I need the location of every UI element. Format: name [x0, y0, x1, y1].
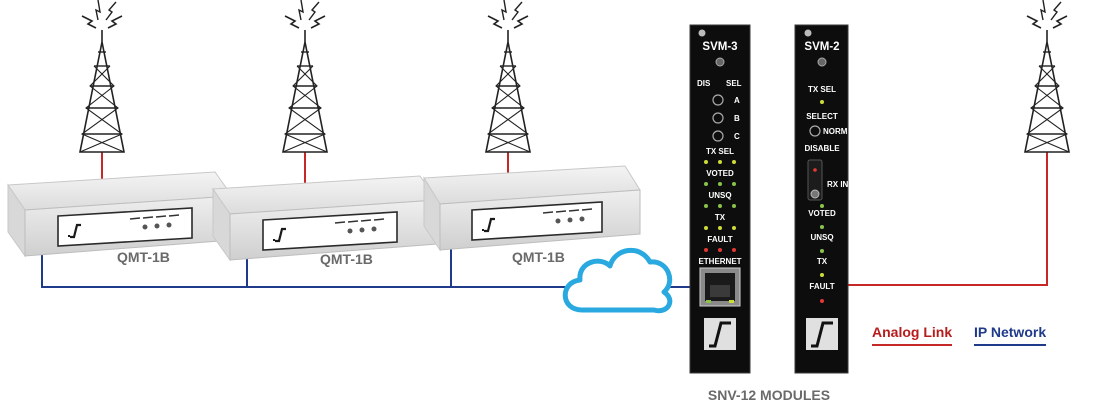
switch-c-icon	[712, 130, 724, 142]
svm2-fault-label: FAULT	[809, 282, 834, 291]
switch-b-icon	[712, 112, 724, 124]
screw-icon	[698, 29, 706, 37]
svm3-voted-label: VOTED	[706, 169, 734, 178]
logo-icon	[811, 321, 833, 348]
svm2-module: SVM-2 TX SEL SELECT NORM DISABLE RX IN V…	[794, 24, 849, 374]
svm3-title: SVM-3	[702, 41, 737, 53]
rx-in-knob-icon	[810, 189, 820, 199]
knob-icon	[817, 57, 827, 67]
radio-tower-icon	[79, 0, 125, 153]
device-label: QMT-1B	[320, 251, 373, 267]
device-label: QMT-1B	[512, 249, 565, 265]
svm2-norm-label: NORM	[823, 127, 848, 136]
radio-tower-icon	[282, 0, 328, 153]
svm2-title: SVM-2	[804, 41, 839, 53]
radio-tower-icon	[485, 0, 531, 153]
svm3-ethernet-label: ETHERNET	[698, 257, 741, 266]
dis-label: DIS	[697, 79, 711, 88]
svm2-rx-in-label: RX IN	[827, 180, 849, 189]
legend: Analog Link IP Network	[872, 324, 1046, 346]
svm2-disable-label: DISABLE	[804, 144, 840, 153]
analog-link-lines	[101, 152, 1048, 286]
screw-icon	[804, 29, 812, 37]
qmt-devices: QMT-1B QMT-1B	[7, 165, 641, 267]
svm2-tx-label: TX	[817, 257, 828, 266]
svm3-tx-label: TX	[715, 213, 726, 222]
select-switch-icon	[809, 125, 821, 137]
channel-b-label: B	[734, 114, 740, 123]
svm2-voted-label: VOTED	[808, 209, 836, 218]
legend-ip-label: IP Network	[974, 324, 1046, 340]
svm2-tx-sel-label: TX SEL	[808, 85, 836, 94]
qmt-device: QMT-1B	[423, 165, 641, 265]
legend-analog-label: Analog Link	[872, 324, 952, 340]
device-label: QMT-1B	[117, 249, 170, 265]
svm3-fault-label: FAULT	[707, 235, 732, 244]
svm3-module: SVM-3 DIS SEL A B C TX SEL VOTED UNSQ TX…	[689, 24, 751, 374]
knob-icon	[715, 57, 725, 67]
sel-label: SEL	[726, 79, 742, 88]
modules-caption: SNV-12 MODULES	[708, 387, 830, 403]
channel-a-label: A	[734, 96, 740, 105]
channel-c-label: C	[734, 132, 740, 141]
logo-icon	[709, 321, 731, 348]
cloud-icon	[562, 247, 673, 314]
radio-tower-icon	[1024, 0, 1070, 153]
switch-a-icon	[712, 94, 724, 106]
qmt-device: QMT-1B	[212, 175, 438, 267]
svm3-unsq-label: UNSQ	[708, 191, 731, 200]
svm2-unsq-label: UNSQ	[810, 233, 833, 242]
svm2-select-label: SELECT	[806, 112, 838, 121]
ethernet-port-icon[interactable]	[699, 267, 741, 307]
svm3-tx-sel-label: TX SEL	[706, 147, 734, 156]
qmt-device: QMT-1B	[7, 171, 233, 265]
